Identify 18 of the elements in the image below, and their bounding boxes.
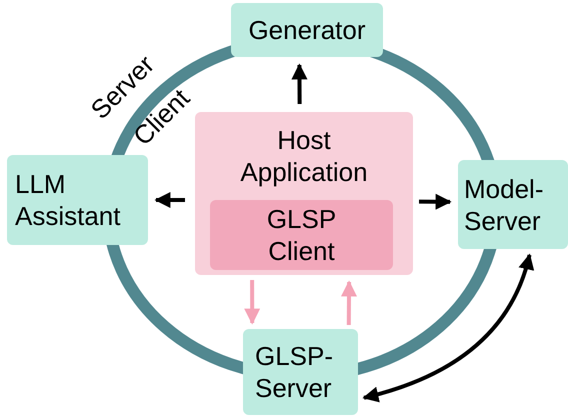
process-box bbox=[458, 160, 568, 249]
node-label: Host Application bbox=[239, 124, 369, 188]
process-box bbox=[231, 3, 383, 57]
arrow bbox=[418, 194, 452, 210]
process-box bbox=[7, 155, 148, 245]
arrow bbox=[340, 280, 357, 326]
node-label: GLSP-Server bbox=[255, 340, 334, 404]
node-label: Model-Server bbox=[464, 172, 544, 236]
process-box bbox=[243, 329, 358, 415]
process-box bbox=[195, 112, 413, 275]
node-label: LLM Assistant bbox=[15, 168, 122, 232]
arrow bbox=[244, 280, 260, 325]
arrow bbox=[362, 253, 534, 402]
arrow bbox=[154, 192, 185, 208]
node-label: Generator bbox=[248, 14, 366, 46]
inner-box bbox=[210, 200, 393, 270]
node-label: GLSP Client bbox=[266, 203, 338, 267]
arrow bbox=[292, 63, 308, 104]
